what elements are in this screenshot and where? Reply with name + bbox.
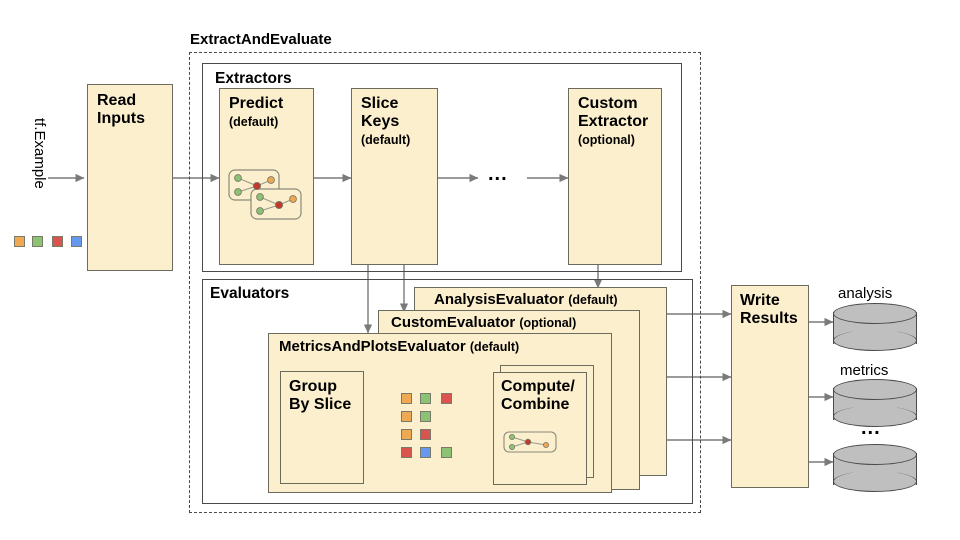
write-results-label: Write Results [740,292,798,327]
extractor-custom[interactable]: Custom Extractor (optional) [568,88,662,265]
slice-swatch-r2c0 [401,429,412,440]
write-results-box[interactable]: Write Results [731,285,809,488]
slice-swatch-r0c1 [420,393,431,404]
extractor-slice-keys[interactable]: Slice Keys (default) [351,88,438,265]
slice-swatch-r1c1 [420,411,431,422]
slice-swatch-r3c0 [401,447,412,458]
extract-and-evaluate-title: ExtractAndEvaluate [190,31,332,48]
extractor-custom-label: Custom Extractor (optional) [578,95,649,147]
evaluators-container [202,279,693,504]
evaluator-metrics-and-plots-label: MetricsAndPlotsEvaluator (default) [279,338,520,355]
extractors-title: Extractors [215,70,292,87]
input-swatch-2 [52,236,63,247]
evaluator-analysis-label: AnalysisEvaluator (default) [434,291,618,308]
compute-combine-box[interactable]: Compute/ Combine [493,372,587,485]
evaluator-custom-label: CustomEvaluator (optional) [391,314,577,331]
extractor-predict[interactable]: Predict (default) [219,88,314,265]
slice-swatch-r2c1 [420,429,431,440]
compute-combine-label: Compute/ Combine [501,378,575,413]
slice-swatch-r0c2 [441,393,452,404]
evaluators-title: Evaluators [210,285,290,302]
input-swatch-3 [71,236,82,247]
graph-icon [228,169,302,220]
output-analysis-label: analysis [838,285,893,302]
read-inputs-box[interactable]: Read Inputs [87,84,173,271]
slice-swatch-r3c1 [420,447,431,458]
input-swatch-0 [14,236,25,247]
input-swatch-1 [32,236,43,247]
graph-icon [503,431,557,453]
extractors-container [202,63,682,272]
slice-swatch-r0c0 [401,393,412,404]
slice-swatch-r3c2 [441,447,452,458]
output-ellipsis-label: ... [861,417,881,439]
extractor-predict-label: Predict (default) [229,95,284,129]
slice-swatch-r1c0 [401,411,412,422]
extractor-slice-keys-label: Slice Keys (default) [361,95,411,147]
read-inputs-label: Read Inputs [97,92,145,127]
group-by-slice-label: Group By Slice [289,378,352,413]
extract-and-evaluate-group [189,52,701,513]
output-metrics-label: metrics [840,362,889,379]
input-stream-label: tf.Example [31,118,48,189]
extractors-ellipsis: ... [488,163,508,185]
group-by-slice-box[interactable]: Group By Slice [280,371,364,484]
